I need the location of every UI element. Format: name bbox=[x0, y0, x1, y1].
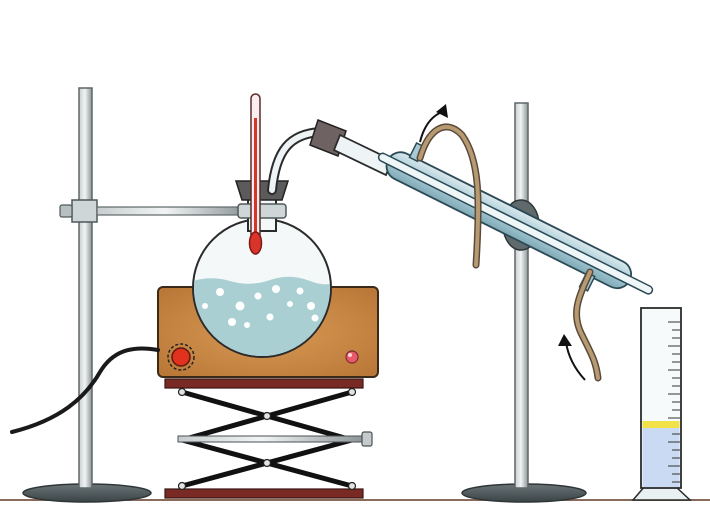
lab-jack bbox=[164, 378, 373, 499]
thermometer bbox=[248, 93, 263, 255]
left-boss-head bbox=[71, 199, 98, 223]
flask-neck-clamp bbox=[237, 203, 287, 219]
lab-jack-knob bbox=[361, 431, 373, 447]
lab-jack-screw bbox=[177, 435, 365, 443]
cylinder-graduations bbox=[668, 321, 680, 483]
right-stand-rod bbox=[514, 102, 529, 489]
thermometer-fluid bbox=[254, 118, 257, 246]
water-in-arrow bbox=[558, 334, 586, 381]
thermometer-bulb bbox=[248, 231, 263, 255]
flask-bubbles bbox=[202, 285, 319, 328]
left-stand-rod bbox=[78, 87, 93, 489]
condenser-inlet-adapter bbox=[332, 133, 394, 177]
left-boss-screw bbox=[59, 204, 73, 218]
water-out-arrow bbox=[419, 104, 448, 143]
graduated-cylinder bbox=[631, 307, 692, 501]
flask-stopper bbox=[234, 180, 290, 201]
left-clamp-arm bbox=[96, 206, 248, 216]
hot-plate-indicator-light bbox=[345, 350, 359, 364]
flask bbox=[192, 180, 332, 358]
condenser-inner-tube bbox=[377, 152, 654, 295]
condenser bbox=[377, 141, 654, 295]
right-stand bbox=[461, 102, 587, 503]
side-arm-adapter bbox=[267, 119, 394, 195]
distillate-yellow-layer bbox=[642, 421, 680, 428]
hot-plate-knob[interactable] bbox=[171, 347, 191, 367]
lab-jack-top-plate bbox=[164, 378, 364, 389]
power-cord bbox=[10, 346, 160, 434]
distillate-blue-layer bbox=[642, 427, 680, 487]
flask-liquid bbox=[194, 276, 330, 356]
knob-dial-marks bbox=[167, 343, 195, 371]
lab-jack-bottom-plate bbox=[164, 488, 364, 499]
